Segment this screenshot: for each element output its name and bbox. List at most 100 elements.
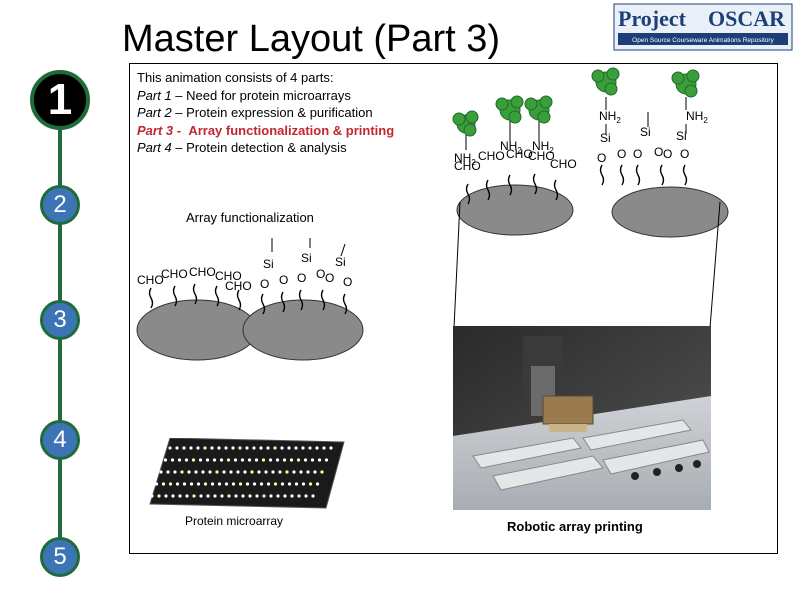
part-4-text: – Protein detection & analysis	[171, 140, 347, 155]
protein-icon	[495, 95, 524, 124]
array-spot	[154, 482, 159, 486]
o-label-e: O	[663, 147, 672, 161]
array-spot	[285, 470, 289, 474]
content-panel	[129, 63, 778, 554]
nh2-label-right: NH2	[532, 139, 554, 155]
array-spot	[310, 458, 315, 462]
array-spot	[196, 482, 201, 486]
array-spot	[231, 446, 235, 450]
cho-label-2: CHO	[161, 267, 188, 281]
part-3-text: Array functionalization & printing	[188, 122, 395, 138]
logo-word-project: Project	[618, 6, 687, 31]
o-label-2: O	[279, 273, 288, 287]
si-label-b: Si	[640, 125, 651, 139]
array-spot	[208, 470, 212, 474]
nh2-label-mid: NH2	[500, 139, 522, 155]
array-spot	[182, 482, 187, 486]
array-spot	[264, 470, 268, 474]
array-spot	[320, 470, 324, 474]
array-spot	[226, 458, 231, 462]
array-spot	[275, 458, 280, 462]
step-3-button[interactable]: 3	[40, 300, 80, 340]
logo-tagline: Open Source Courseware Animations Reposi…	[632, 37, 774, 44]
array-spot	[266, 446, 270, 450]
protein-cho-bead: NH2 NH2 NH2 CHO CHO CHO CHO CHO	[454, 118, 577, 236]
array-spot	[255, 494, 259, 498]
array-spot	[282, 458, 287, 462]
step-1-button[interactable]: 1	[30, 70, 90, 130]
page-title: Master Layout (Part 3)	[122, 18, 501, 60]
cho-label-a: CHO	[478, 149, 505, 163]
array-spot	[259, 482, 264, 486]
array-spot	[240, 458, 245, 462]
step-2-button[interactable]: 2	[40, 185, 80, 225]
si-label-c: Si	[676, 129, 687, 143]
array-spot	[273, 446, 277, 450]
array-spot	[224, 482, 229, 486]
array-spot	[189, 482, 194, 486]
protein-blobs	[452, 67, 700, 137]
nh2-label-si-right: NH2	[686, 109, 708, 125]
si-label-a: Si	[600, 131, 611, 145]
microarray-spots	[150, 446, 333, 498]
array-spot	[192, 494, 196, 498]
part-2-text: – Protein expression & purification	[171, 105, 373, 120]
part-3-line: Part 3 - Array functionalization & print…	[137, 122, 394, 140]
si-label-1: Si	[263, 257, 274, 271]
array-spot	[171, 494, 175, 498]
robotic-printer-photo	[453, 326, 711, 510]
array-spot	[283, 494, 287, 498]
array-spot	[224, 446, 228, 450]
caption-robotic-printing: Robotic array printing	[507, 519, 643, 534]
array-spot	[161, 482, 166, 486]
cho-label-e: CHO	[454, 159, 481, 173]
array-spot	[266, 482, 271, 486]
array-spot	[315, 446, 319, 450]
project-oscar-logo: Project OSCAR Open Source Courseware Ani…	[612, 2, 794, 52]
array-spot	[329, 446, 333, 450]
array-spot	[199, 494, 203, 498]
array-spot	[297, 494, 301, 498]
array-spot	[250, 470, 254, 474]
array-spot	[292, 470, 296, 474]
array-spot	[245, 482, 250, 486]
array-spot	[252, 482, 257, 486]
array-spot	[299, 470, 303, 474]
step-5-button[interactable]: 5	[40, 537, 80, 577]
array-spot	[301, 446, 305, 450]
array-spot	[254, 458, 259, 462]
array-spot	[203, 446, 207, 450]
array-spot	[170, 458, 175, 462]
step-4-button[interactable]: 4	[40, 420, 80, 460]
part-1-line: Part 1 – Need for protein microarrays	[137, 87, 394, 105]
array-spot	[261, 458, 266, 462]
part-2-label: Part 2	[137, 105, 172, 120]
array-spot	[229, 470, 233, 474]
array-spot	[196, 446, 200, 450]
array-spot	[233, 458, 238, 462]
si-label-3: Si	[335, 255, 346, 269]
cho-label-d: CHO	[550, 157, 577, 171]
protein-icon	[452, 110, 479, 137]
array-spot	[182, 446, 186, 450]
array-spot	[150, 494, 154, 498]
parts-intro: This animation consists of 4 parts:	[137, 70, 334, 85]
array-spot	[180, 470, 184, 474]
array-spot	[159, 470, 163, 474]
array-spot	[287, 446, 291, 450]
array-spot	[238, 446, 242, 450]
nh2-label-left: NH2	[454, 151, 476, 167]
array-spot	[238, 482, 243, 486]
array-spot	[247, 458, 252, 462]
array-spot	[313, 470, 317, 474]
array-spot	[289, 458, 294, 462]
o-label-d: O	[654, 145, 663, 159]
cho-bead: CHO CHO CHO CHO CHO	[136, 265, 258, 361]
array-spot	[166, 470, 170, 474]
logo-word-oscar: OSCAR	[708, 6, 786, 31]
array-spot	[278, 470, 282, 474]
si-bead: Si Si Si O O O O O O	[242, 238, 364, 361]
o-label-f: O	[680, 147, 689, 161]
array-spot	[215, 470, 219, 474]
parts-list: This animation consists of 4 parts: Part…	[137, 69, 394, 157]
